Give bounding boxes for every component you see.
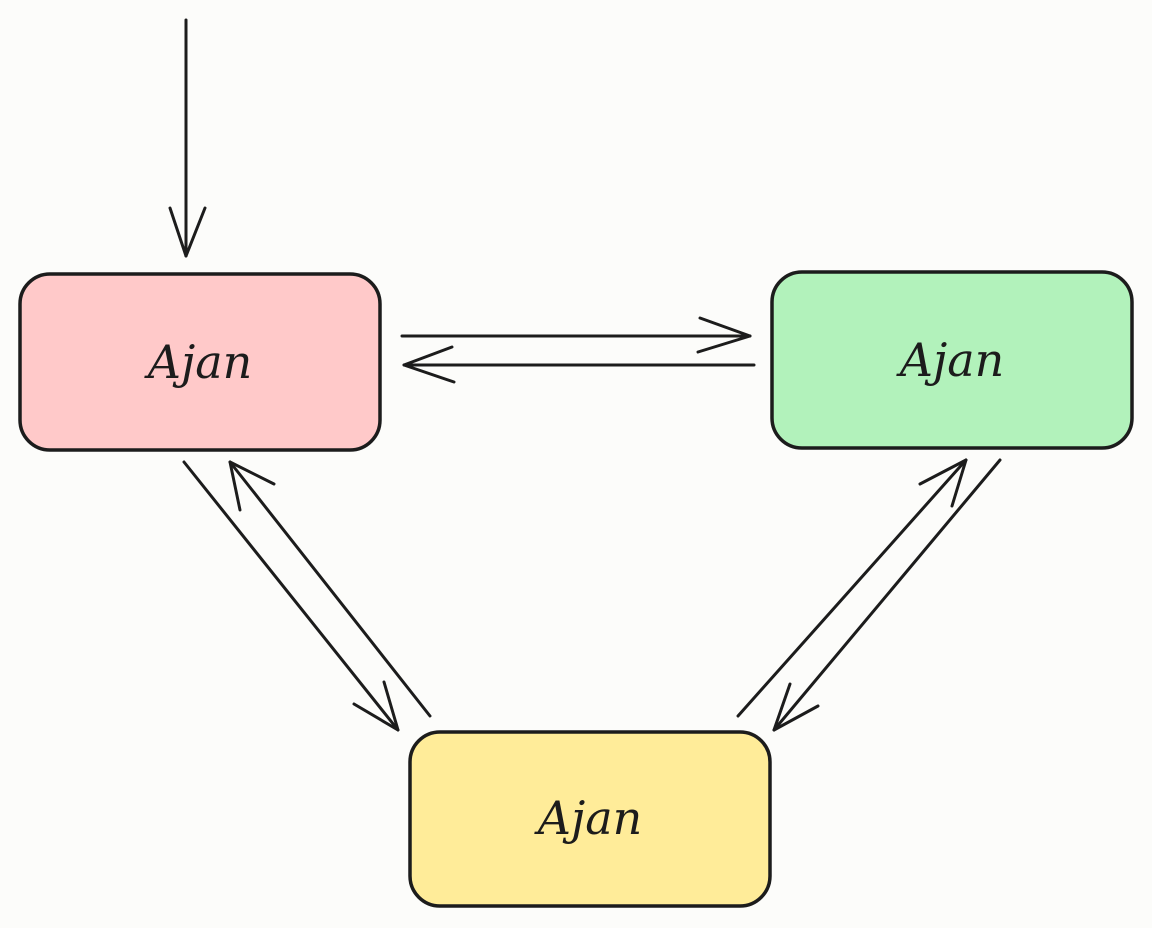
edge-green-to-yellow: [772, 458, 1002, 732]
edge-entry-to-red: [168, 18, 207, 258]
node-label: Ajan: [534, 791, 643, 845]
node-label: Ajan: [144, 335, 253, 389]
edge-red-to-green: [400, 316, 752, 354]
node-agent-green[interactable]: Ajan: [770, 270, 1134, 450]
edge-red-to-yellow: [182, 460, 400, 732]
node-agent-yellow[interactable]: Ajan: [408, 730, 772, 908]
edge-yellow-to-green: [736, 458, 968, 718]
edge-yellow-to-red: [228, 460, 432, 718]
edge-green-to-red: [402, 345, 756, 384]
node-agent-red[interactable]: Ajan: [18, 272, 382, 452]
edges: [168, 18, 1002, 732]
node-label: Ajan: [896, 333, 1005, 387]
